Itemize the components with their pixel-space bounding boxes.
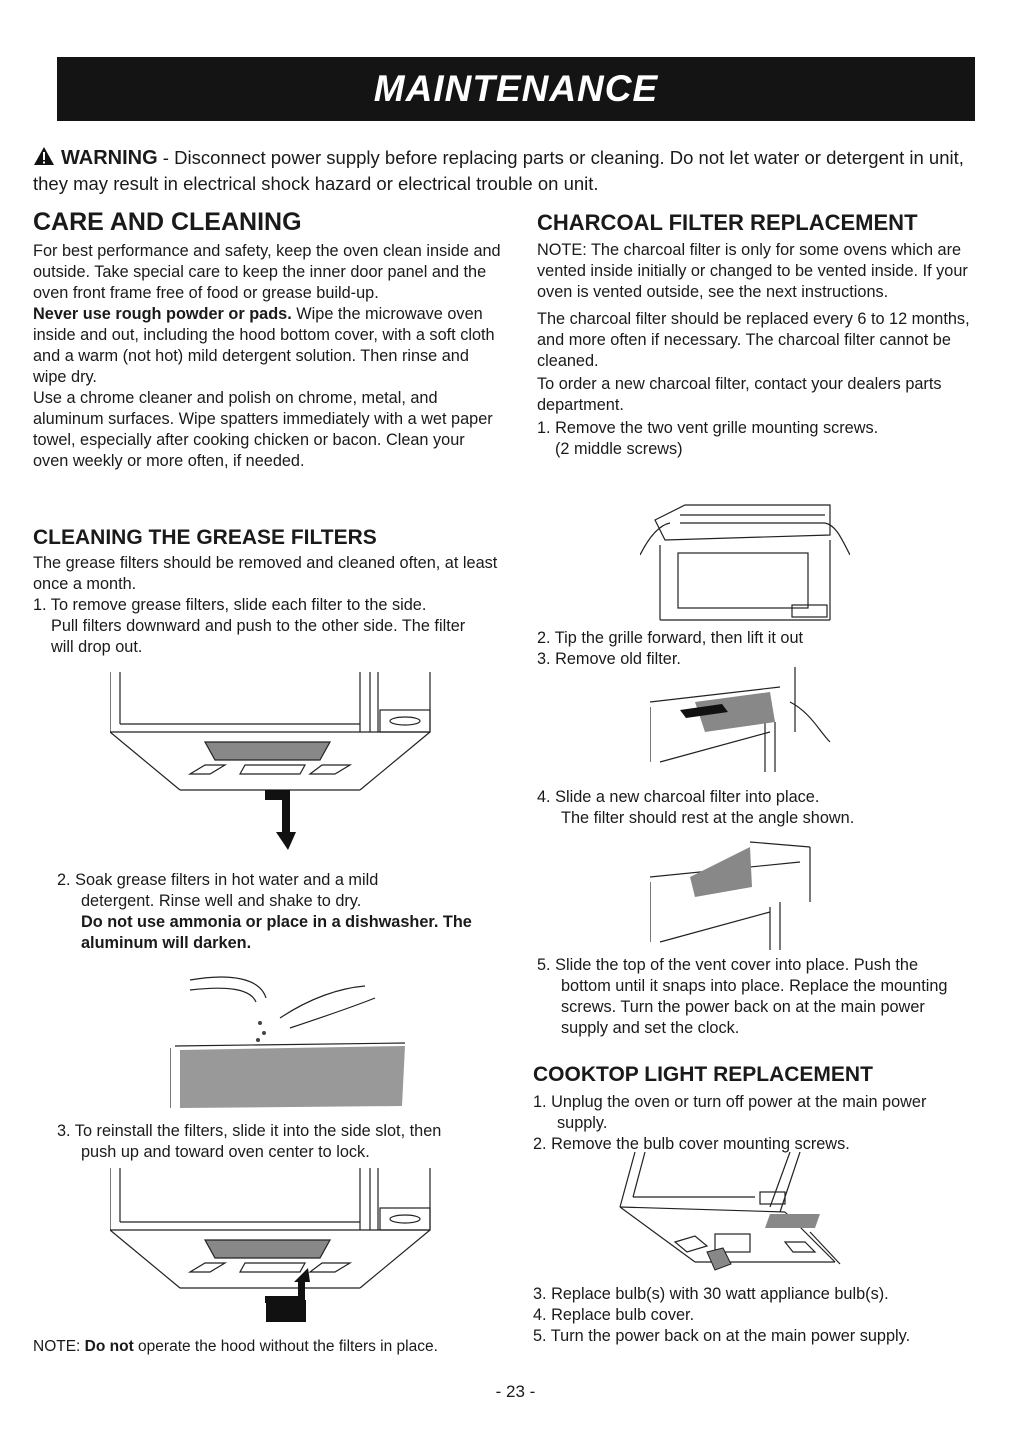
cooktop-step-3: 3. Replace bulb(s) with 30 watt applianc…: [533, 1285, 889, 1303]
charcoal-step-4-block: 4. Slide a new charcoal filter into plac…: [537, 787, 982, 829]
vent-grille-illustration: [640, 504, 850, 621]
remove-filter-illustration: [650, 667, 831, 772]
bulb-cover-illustration: [619, 1152, 841, 1271]
warning-text: - Disconnect power supply before replaci…: [33, 147, 964, 194]
grease-step-3-block: 3. To reinstall the filters, slide it in…: [57, 1121, 507, 1163]
warning-label: WARNING: [61, 147, 158, 169]
grease-step-2-warning: Do not use ammonia or place in a dishwas…: [81, 913, 472, 952]
charcoal-paragraph-2: To order a new charcoal filter, contact …: [537, 375, 942, 414]
grease-filter-removal-illustration: [110, 672, 431, 850]
cooktop-step-4: 4. Replace bulb cover.: [533, 1306, 695, 1324]
cooktop-title: COOKTOP LIGHT REPLACEMENT: [533, 1063, 873, 1086]
charcoal-step-2: 2. Tip the grille forward, then lift it …: [537, 629, 804, 647]
grease-step-3b: push up and toward oven center to lock.: [81, 1143, 370, 1161]
charcoal-step-1b: (2 middle screws): [555, 440, 683, 458]
charcoal-title: CHARCOAL FILTER REPLACEMENT: [537, 210, 918, 235]
charcoal-step-3: 3. Remove old filter.: [537, 650, 681, 668]
charcoal-step-4: 4. Slide a new charcoal filter into plac…: [537, 788, 820, 806]
page-number: - 23 -: [495, 1382, 536, 1401]
cooktop-step-1: 1. Unplug the oven or turn off power at …: [533, 1093, 927, 1111]
grease-step-2: 2. Soak grease filters in hot water and …: [57, 871, 379, 889]
grease-title: CLEANING THE GREASE FILTERS: [33, 526, 377, 549]
cooktop-step-5: 5. Turn the power back on at the main po…: [533, 1327, 911, 1345]
note-prefix: NOTE:: [33, 1338, 85, 1355]
grease-step-2b: detergent. Rinse well and shake to dry.: [81, 892, 362, 910]
charcoal-step-4b: The filter should rest at the angle show…: [561, 809, 855, 827]
care-paragraph-2: Never use rough powder or pads. Wipe the…: [33, 304, 503, 388]
charcoal-step-5: 5. Slide the top of the vent cover into …: [537, 956, 919, 974]
warning-triangle-icon: [33, 146, 55, 172]
cooktop-section: COOKTOP LIGHT REPLACEMENT 1. Unplug the …: [533, 1062, 983, 1155]
charcoal-step-1: 1. Remove the two vent grille mounting s…: [537, 419, 879, 437]
grease-step-2-block: 2. Soak grease filters in hot water and …: [57, 870, 507, 954]
care-p2-text: Wipe the microwave oven inside and out, …: [33, 305, 495, 386]
warning-notice: WARNING - Disconnect power supply before…: [33, 146, 983, 196]
care-p2-bold: Never use rough powder or pads.: [33, 305, 292, 323]
soak-filter-illustration: [170, 976, 406, 1108]
cooktop-steps-3-5: 3. Replace bulb(s) with 30 watt applianc…: [533, 1284, 983, 1347]
care-title: CARE AND CLEANING: [33, 208, 302, 236]
grease-note: NOTE: Do not operate the hood without th…: [33, 1336, 513, 1357]
charcoal-step-5b: bottom until it snaps into place. Replac…: [561, 977, 948, 1037]
grease-step-3: 3. To reinstall the filters, slide it in…: [57, 1122, 442, 1140]
charcoal-note: NOTE: The charcoal filter is only for so…: [537, 241, 968, 301]
cooktop-step-2: 2. Remove the bulb cover mounting screws…: [533, 1135, 850, 1153]
grease-intro: The grease filters should be removed and…: [33, 554, 498, 593]
grease-step-1b: Pull filters downward and push to the ot…: [51, 617, 466, 656]
care-paragraph-3: Use a chrome cleaner and polish on chrom…: [33, 389, 493, 470]
grease-filter-reinstall-illustration: [110, 1168, 431, 1322]
grease-step-1: 1. To remove grease filters, slide each …: [33, 596, 427, 614]
grease-section: CLEANING THE GREASE FILTERS The grease f…: [33, 525, 513, 658]
page-title: MAINTENANCE: [373, 68, 659, 109]
header-banner: MAINTENANCE: [57, 57, 975, 121]
care-paragraph-1: For best performance and safety, keep th…: [33, 242, 501, 302]
charcoal-paragraph-1: The charcoal filter should be replaced e…: [537, 310, 970, 370]
care-section: CARE AND CLEANING For best performance a…: [33, 207, 503, 472]
charcoal-step-5-block: 5. Slide the top of the vent cover into …: [537, 955, 982, 1039]
note-bold: Do not: [84, 1338, 134, 1355]
note-rest: operate the hood without the filters in …: [133, 1338, 438, 1355]
charcoal-section: CHARCOAL FILTER REPLACEMENT NOTE: The ch…: [537, 210, 982, 460]
new-filter-illustration: [650, 841, 811, 950]
cooktop-step-1b: supply.: [557, 1114, 608, 1132]
charcoal-steps-2-3: 2. Tip the grille forward, then lift it …: [537, 628, 982, 670]
